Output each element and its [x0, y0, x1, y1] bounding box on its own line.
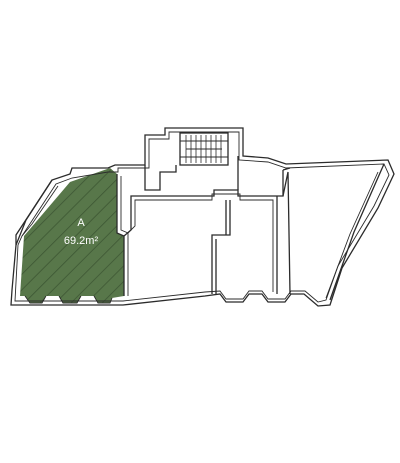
core-block: [144, 156, 239, 191]
unit-a-label: A 69.2m²: [64, 217, 99, 247]
left-facade-inner: [21, 185, 59, 237]
stair-treads: [185, 135, 222, 163]
unit-a-area-text: 69.2m²: [64, 235, 99, 247]
unit-a-area[interactable]: [20, 168, 124, 303]
outer-wall-inner: [14, 131, 390, 303]
right-room-wall: [282, 171, 291, 295]
core-wall-inner: [120, 176, 274, 296]
core-wall: [116, 167, 291, 296]
unit-a-id: A: [77, 217, 85, 229]
window-bay: [24, 295, 113, 304]
outer-wall: [10, 127, 395, 307]
right-facade: [329, 163, 385, 301]
right-facade-inner: [325, 171, 379, 299]
walls: [10, 127, 395, 307]
partition-wall: [211, 200, 231, 294]
stair-box: [179, 132, 229, 166]
left-facade: [15, 179, 53, 246]
